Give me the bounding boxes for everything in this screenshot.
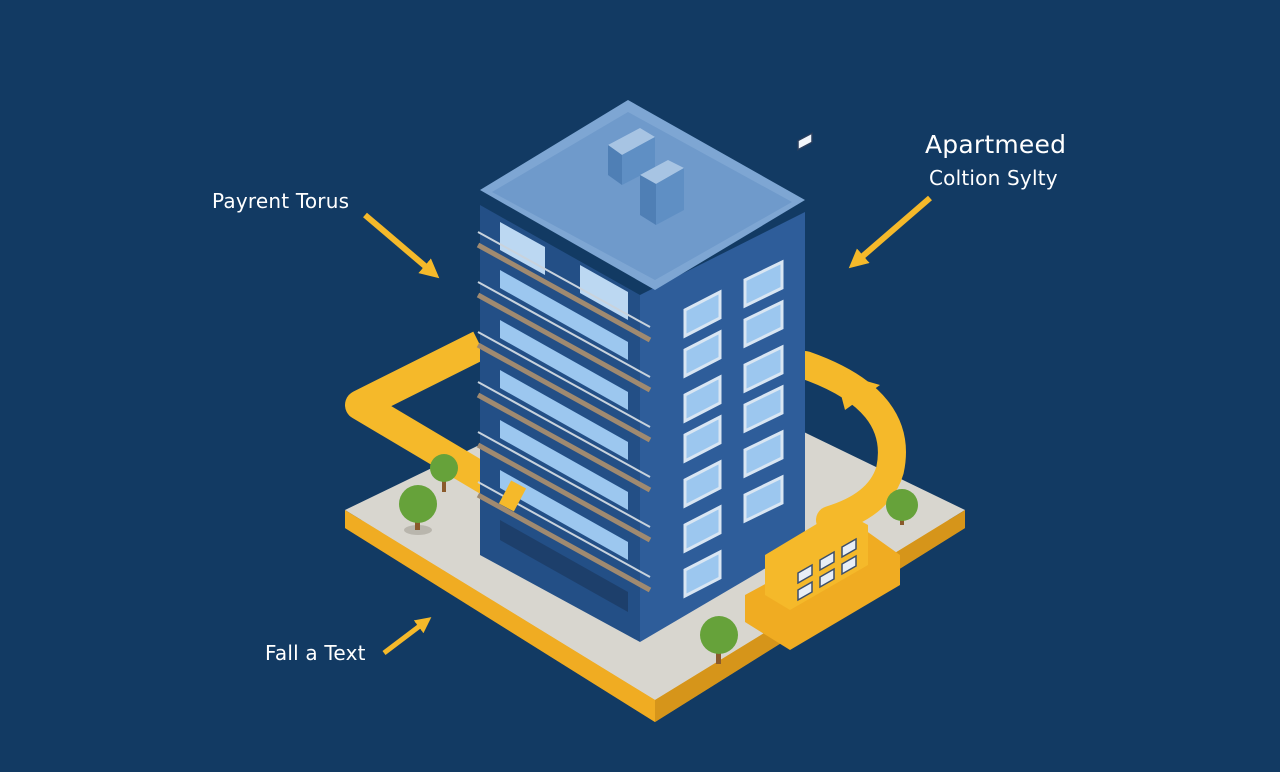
- callout-title-top-right: Apartmeed: [925, 130, 1067, 159]
- arrow-icon: [848, 195, 932, 269]
- path-arrow-icon: [835, 372, 880, 410]
- tree-icon: [399, 485, 437, 535]
- callout-label-bottom-left: Fall a Text: [265, 641, 366, 665]
- arrow-icon: [382, 617, 432, 655]
- callout-subtitle-top-right: Coltion Sylty: [929, 166, 1058, 190]
- tree-icon: [430, 454, 458, 492]
- callout-label-top-left: Payrent Torus: [212, 189, 350, 213]
- apartment-building: [476, 100, 805, 642]
- tree-icon: [886, 489, 918, 525]
- arrow-icon: [363, 212, 440, 279]
- annex-building: [745, 132, 900, 650]
- flow-path-front: [498, 132, 900, 650]
- roof-unit-icon: [608, 128, 684, 225]
- tree-icon: [700, 616, 738, 664]
